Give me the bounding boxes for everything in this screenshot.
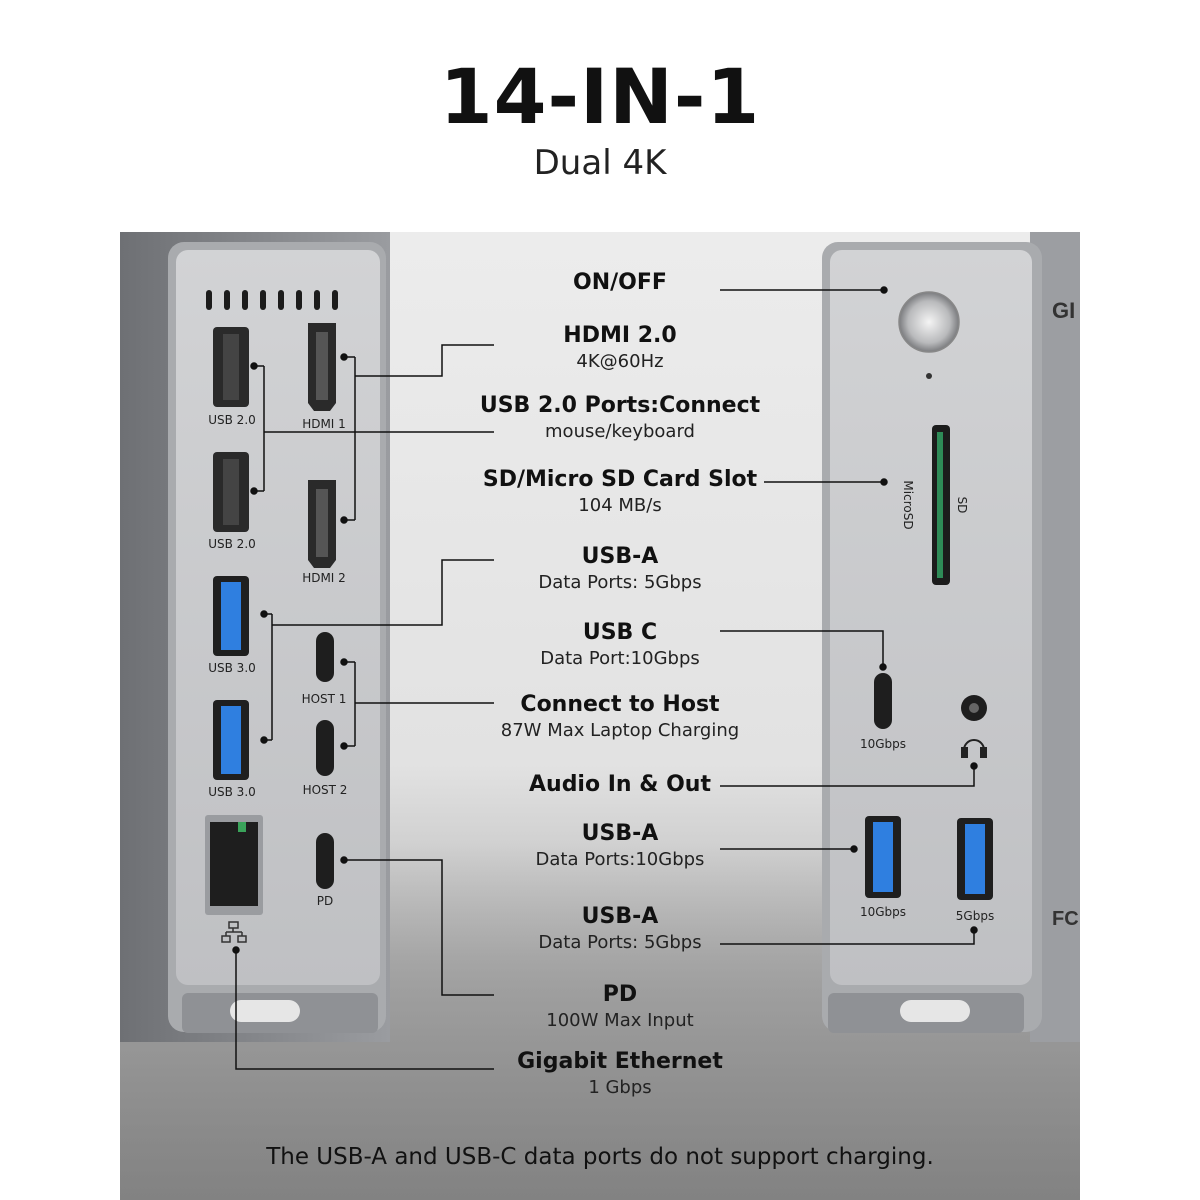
usba-10gbps-port bbox=[865, 816, 901, 898]
label-usbc-speed: 10Gbps bbox=[860, 737, 906, 751]
label-hdmi-2: HDMI 2 bbox=[302, 571, 346, 585]
feature-sub: 104 MB/s bbox=[578, 495, 662, 516]
ethernet-icon bbox=[221, 921, 247, 943]
usb3-port-1 bbox=[213, 576, 249, 656]
feature-heading: USB-A bbox=[581, 821, 659, 846]
feature-heading: HDMI 2.0 bbox=[563, 323, 677, 348]
left-dock-panel bbox=[176, 250, 380, 985]
label-host-2: HOST 2 bbox=[303, 783, 348, 797]
hdmi-port-1 bbox=[308, 323, 336, 411]
feature-ethernet: Gigabit Ethernet 1 Gbps bbox=[450, 1049, 790, 1101]
feature-heading: ON/OFF bbox=[573, 270, 667, 295]
feature-sub: Data Ports: 5Gbps bbox=[538, 572, 702, 593]
feature-sub: mouse/keyboard bbox=[545, 421, 695, 442]
usb3-port-2 bbox=[213, 700, 249, 780]
feature-on-off: ON/OFF bbox=[450, 270, 790, 296]
feature-host: Connect to Host 87W Max Laptop Charging bbox=[450, 692, 790, 744]
headline-title: 14-IN-1 bbox=[439, 52, 761, 141]
label-usb2-2: USB 2.0 bbox=[208, 537, 256, 551]
power-led bbox=[926, 373, 932, 379]
hdmi-port-2 bbox=[308, 480, 336, 568]
right-dock-panel bbox=[830, 250, 1032, 985]
label-pd: PD bbox=[317, 894, 333, 908]
feature-heading: Gigabit Ethernet bbox=[517, 1049, 723, 1074]
label-usba-5gbps: 5Gbps bbox=[956, 909, 994, 923]
left-dock: USB 2.0 USB 2.0 USB 3.0 USB 3.0 HDMI 1 H… bbox=[120, 232, 390, 1042]
usbc-pd-port bbox=[316, 833, 334, 889]
label-hdmi-1: HDMI 1 bbox=[302, 417, 346, 431]
usba-5gbps-port bbox=[957, 818, 993, 900]
label-usb2-1: USB 2.0 bbox=[208, 413, 256, 427]
label-usba-10gbps: 10Gbps bbox=[860, 905, 906, 919]
feature-heading: Connect to Host bbox=[520, 692, 720, 717]
feature-heading: USB-A bbox=[581, 544, 659, 569]
feature-usba-10g: USB-A Data Ports:10Gbps bbox=[450, 821, 790, 873]
feature-usba-5g-left: USB-A Data Ports: 5Gbps bbox=[450, 544, 790, 596]
feature-sub: 87W Max Laptop Charging bbox=[500, 720, 740, 741]
ethernet-port bbox=[205, 815, 263, 915]
leader-lines bbox=[232, 286, 978, 1070]
feature-heading: SD/Micro SD Card Slot bbox=[482, 467, 758, 492]
feature-usb2: USB 2.0 Ports:Connect mouse/keyboard bbox=[450, 393, 790, 445]
feature-usba-5g-right: USB-A Data Ports: 5Gbps bbox=[450, 904, 790, 956]
usbc-host-2-port bbox=[316, 720, 334, 776]
right-dock: MicroSD SD 10Gbps 10Gbps 5Gbps GI FC bbox=[822, 232, 1080, 1042]
feature-sub: Data Ports: 5Gbps bbox=[538, 932, 702, 953]
headline-subtitle: Dual 4K bbox=[533, 143, 667, 183]
usbc-host-1-port bbox=[316, 632, 334, 682]
headphone-icon bbox=[961, 739, 987, 758]
feature-audio: Audio In & Out bbox=[450, 772, 790, 798]
footnote: The USB-A and USB-C data ports do not su… bbox=[266, 1144, 934, 1170]
feature-sub: Data Ports:10Gbps bbox=[535, 849, 705, 870]
feature-sd-slot: SD/Micro SD Card Slot 104 MB/s bbox=[450, 467, 790, 519]
label-sd: SD bbox=[955, 497, 969, 514]
label-usb3-2: USB 3.0 bbox=[208, 785, 256, 799]
feature-heading: Audio In & Out bbox=[529, 772, 711, 797]
label-usb3-1: USB 3.0 bbox=[208, 661, 256, 675]
power-button bbox=[898, 291, 960, 353]
feature-hdmi: HDMI 2.0 4K@60Hz bbox=[450, 323, 790, 375]
feature-pd: PD 100W Max Input bbox=[450, 982, 790, 1034]
feature-heading: PD bbox=[602, 982, 638, 1007]
feature-heading: USB C bbox=[582, 620, 658, 645]
feature-sub: 4K@60Hz bbox=[576, 351, 664, 372]
feature-heading: USB-A bbox=[581, 904, 659, 929]
label-microsd: MicroSD bbox=[901, 480, 915, 529]
feature-usbc: USB C Data Port:10Gbps bbox=[450, 620, 790, 672]
label-host-1: HOST 1 bbox=[302, 692, 347, 706]
usb2-port-1 bbox=[213, 327, 249, 407]
feature-sub: Data Port:10Gbps bbox=[540, 648, 700, 669]
fcc-mark: FC bbox=[1052, 908, 1079, 930]
usb2-port-2 bbox=[213, 452, 249, 532]
vent-slots bbox=[206, 290, 338, 310]
brand-logo-partial: GI bbox=[1052, 298, 1075, 323]
feature-sub: 100W Max Input bbox=[546, 1010, 694, 1031]
usbc-data-port bbox=[874, 673, 892, 729]
feature-sub: 1 Gbps bbox=[588, 1077, 652, 1098]
feature-heading: USB 2.0 Ports:Connect bbox=[479, 393, 761, 418]
